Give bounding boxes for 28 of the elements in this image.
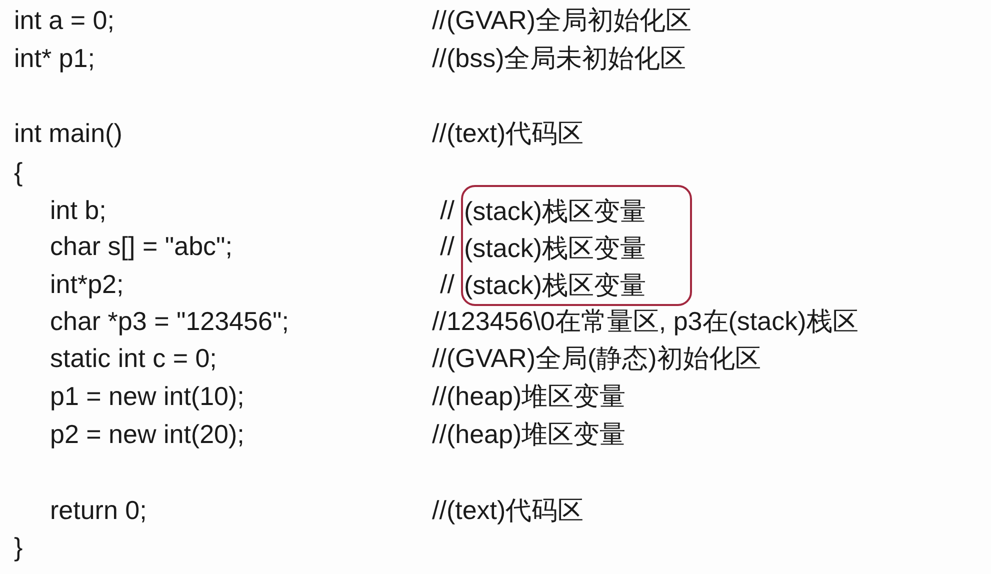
code-line: char *p3 = "123456"; xyxy=(50,305,289,338)
code-line: static int c = 0; xyxy=(50,342,217,375)
code-comment: (stack)栈区变量 xyxy=(464,195,647,228)
code-line: int*p2; xyxy=(50,268,124,301)
code-comment: (stack)栈区变量 xyxy=(464,232,647,265)
code-line: char s[] = "abc"; xyxy=(50,230,232,263)
code-comment: //(GVAR)全局(静态)初始化区 xyxy=(432,342,761,375)
code-line: int b; xyxy=(50,194,106,227)
code-comment: //(text)代码区 xyxy=(432,494,584,527)
highlight-box xyxy=(461,185,692,306)
code-comment: //(heap)堆区变量 xyxy=(432,380,626,413)
code-comment: //(GVAR)全局初始化区 xyxy=(432,4,692,37)
code-line: { xyxy=(14,156,23,189)
code-line: int main() xyxy=(14,117,122,150)
code-line: return 0; xyxy=(50,494,147,527)
code-comment: //(bss)全局未初始化区 xyxy=(432,42,686,75)
code-comment: // xyxy=(440,194,454,227)
code-comment: //123456\0在常量区, p3在(stack)栈区 xyxy=(432,305,858,338)
code-line: p1 = new int(10); xyxy=(50,380,244,413)
code-comment: //(heap)堆区变量 xyxy=(432,418,626,451)
code-comment: // xyxy=(440,268,454,301)
code-line: } xyxy=(14,531,23,564)
code-line: int* p1; xyxy=(14,42,95,75)
code-line: p2 = new int(20); xyxy=(50,418,244,451)
code-comment: // xyxy=(440,230,454,263)
code-comment: //(text)代码区 xyxy=(432,117,584,150)
code-comment: (stack)栈区变量 xyxy=(464,269,647,302)
code-line: int a = 0; xyxy=(14,4,114,37)
